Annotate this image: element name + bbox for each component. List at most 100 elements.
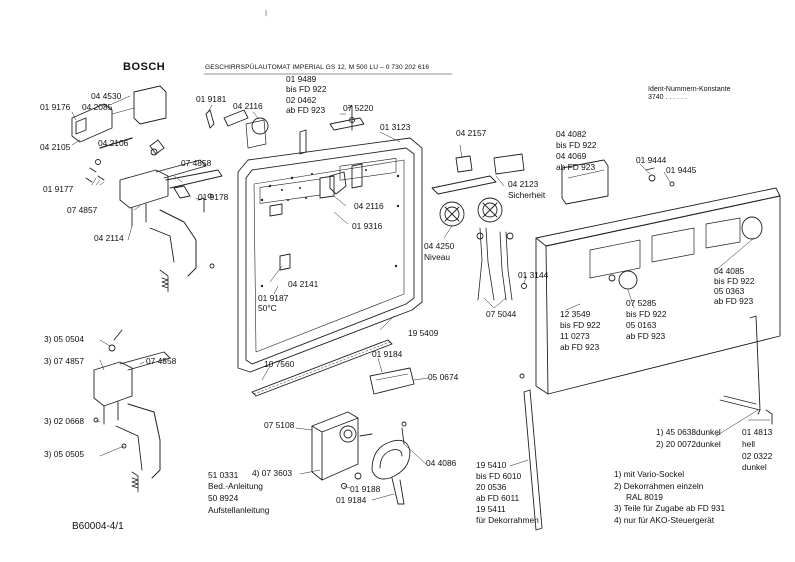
bottom-left-parts <box>93 329 171 493</box>
part-label: 04 2123 <box>508 179 539 189</box>
part-label: hell <box>742 439 756 449</box>
part-label: 3) 05 0505 <box>44 449 85 459</box>
part-label: 04 4086 <box>426 458 457 468</box>
part-label: bis FD 922 <box>286 84 327 94</box>
timer-drawing <box>311 411 373 489</box>
part-label: 01 9184 <box>372 349 403 359</box>
footnote: 4) nur für AKO-Steuergerät <box>614 515 715 525</box>
part-label: 01 9445 <box>666 165 697 175</box>
part-label: 04 4085 <box>714 266 745 276</box>
part-label: 51 0331 <box>208 470 239 480</box>
part-label: 01 9177 <box>43 184 74 194</box>
part-label: 07 4858 <box>181 158 212 168</box>
part-label: 1) 45 0638dunkel <box>656 427 721 437</box>
part-label: 04 4250 <box>424 241 455 251</box>
pressure-switch-drawing <box>431 153 525 301</box>
part-label: 04 2106 <box>98 138 129 148</box>
part-label: Niveau <box>424 252 451 262</box>
footnote: 1) mit Vario-Sockel <box>614 469 685 479</box>
part-label: Aufstellanleitung <box>208 505 270 515</box>
element-block-drawing <box>369 367 415 395</box>
top-left-parts <box>71 85 223 293</box>
part-label: 19 5411 <box>476 504 506 514</box>
part-label: 2) 20 0072dunkel <box>656 439 721 449</box>
part-label: 07 5220 <box>343 103 374 113</box>
part-label: 01 9184 <box>336 495 367 505</box>
decor-frame-drawing <box>719 315 773 425</box>
part-label: 04 4069 <box>556 151 587 161</box>
brand-logo: BOSCH <box>123 61 166 73</box>
part-label: 50°C <box>258 303 277 313</box>
part-label: 19 5409 <box>408 328 439 338</box>
part-label: 04 2116 <box>354 201 384 211</box>
part-label: 05 0363 <box>714 286 745 296</box>
part-label: 07 5108 <box>264 420 295 430</box>
part-label: bis FD 922 <box>556 140 597 150</box>
footnote: 2) Dekorrahmen einzeln <box>614 481 704 491</box>
part-label: 3) 07 4857 <box>44 356 85 366</box>
part-label: 02 0462 <box>286 95 317 105</box>
part-label: ab FD 923 <box>286 105 326 115</box>
handle-drawing <box>371 421 411 505</box>
part-label: 04 2085 <box>82 102 113 112</box>
part-label: 04 2105 <box>40 142 71 152</box>
part-label: 02 0322 <box>742 451 773 461</box>
part-label: 07 5285 <box>626 298 657 308</box>
part-label: 04 2116 <box>233 101 263 111</box>
ident-line-1: Ident-Nummern-Konstante <box>648 86 731 93</box>
top-middle-parts <box>205 105 365 195</box>
part-label: 01 9188 <box>350 484 381 494</box>
part-label: 01 3144 <box>518 270 549 280</box>
part-label: 20 0536 <box>476 482 507 492</box>
document-number: B60004-4/1 <box>72 521 124 532</box>
leader-lines <box>71 95 771 501</box>
part-label: dunkel <box>742 462 767 472</box>
part-label: 01 9316 <box>352 221 383 231</box>
part-label: 01 4813 <box>742 427 773 437</box>
part-label: ab FD 923 <box>626 331 666 341</box>
part-label: 01 9178 <box>198 192 229 202</box>
part-label: 10 7560 <box>264 359 295 369</box>
part-label: 3) 05 0504 <box>44 334 85 344</box>
part-label: 05 0674 <box>428 372 459 382</box>
part-label: 01 9444 <box>636 155 667 165</box>
side-panel-drawing <box>523 389 543 531</box>
part-label: Bed.-Anleitung <box>208 481 263 491</box>
part-label: 11 0273 <box>560 331 590 341</box>
part-label: bis FD 922 <box>714 276 755 286</box>
part-label: 01 9181 <box>196 94 227 104</box>
part-label: ab FD 6011 <box>476 493 520 503</box>
part-label: 04 4082 <box>556 129 587 139</box>
part-label: ab FD 923 <box>714 296 754 306</box>
ident-line-2: 3740 . . . . . . <box>648 94 687 101</box>
part-label: 01 9187 <box>258 293 289 303</box>
part-label: 01 9489 <box>286 74 317 84</box>
part-label: 07 4858 <box>146 356 177 366</box>
part-label: bis FD 6010 <box>476 471 522 481</box>
part-label: 01 9176 <box>40 102 71 112</box>
part-label: 4) 07 3603 <box>252 468 293 478</box>
part-label: 19 5410 <box>476 460 507 470</box>
part-label: 07 4857 <box>67 205 98 215</box>
drawing-title: GESCHIRRSPÜLAUTOMAT IMPERIAL GS 12, M 50… <box>205 64 430 71</box>
part-label: ab FD 923 <box>560 342 600 352</box>
part-label: 12 3549 <box>560 309 591 319</box>
part-label: 07 5044 <box>486 309 517 319</box>
control-panel-drawing <box>519 159 781 395</box>
footnote: 3) Teile für Zugabe ab FD 931 <box>614 503 726 513</box>
part-label: 3) 02 0668 <box>44 416 85 426</box>
part-label: Sicherheit <box>508 190 546 200</box>
part-label: 01 3123 <box>380 122 411 132</box>
part-label: ab FD 923 <box>556 162 596 172</box>
part-label: 04 2141 <box>288 279 319 289</box>
part-label: 05 0163 <box>626 320 657 330</box>
part-label: für Dekorrahmen <box>476 515 539 525</box>
part-label: bis FD 922 <box>560 320 601 330</box>
part-label: 04 2114 <box>94 233 124 243</box>
part-label: 04 2157 <box>456 128 487 138</box>
part-label: 50 8924 <box>208 493 239 503</box>
footnote: RAL 8019 <box>626 492 663 502</box>
part-label: 04 4530 <box>91 91 122 101</box>
